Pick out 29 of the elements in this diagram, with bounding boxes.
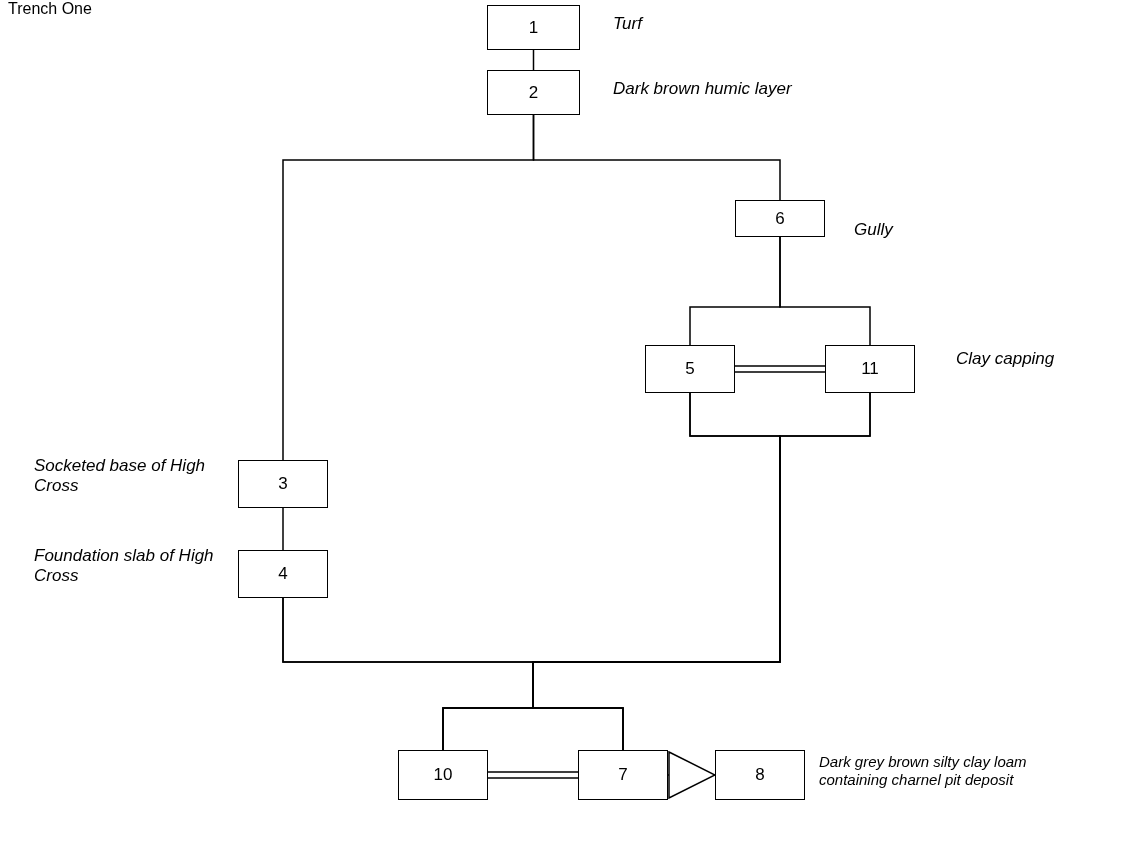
- context-number: 6: [775, 208, 785, 229]
- context-number: 2: [528, 82, 539, 103]
- context-number: 1: [528, 17, 539, 38]
- connector-line: [282, 507, 284, 551]
- context-description: Foundation slab of High Cross: [34, 546, 215, 587]
- context-description: Turf: [613, 14, 645, 35]
- connector-line: [532, 392, 871, 751]
- context-description: Clay capping: [956, 349, 1056, 370]
- context-description: Socketed base of High Cross: [34, 456, 207, 497]
- connector-line: [667, 751, 716, 799]
- context-number: 3: [278, 474, 288, 494]
- context-box: [645, 345, 735, 393]
- context-description: Dark brown humic layer: [613, 79, 793, 100]
- double-line: [487, 771, 579, 779]
- connector-line: [532, 49, 535, 71]
- context-number: 5: [685, 359, 695, 379]
- diagram-title: Trench One: [8, 0, 92, 18]
- context-number: 8: [755, 765, 765, 785]
- context-description: Dark grey brown silty clay loam containing charnel pit deposit: [819, 753, 1028, 789]
- context-description: Gully: [854, 220, 895, 241]
- connector-line: [779, 236, 871, 346]
- context-box: [578, 750, 668, 800]
- context-number: 10: [433, 765, 453, 785]
- context-box: [398, 750, 488, 800]
- connector-line: [532, 114, 781, 201]
- context-number: 4: [278, 564, 288, 584]
- context-number: 11: [861, 359, 879, 379]
- double-line: [734, 365, 826, 373]
- context-number: 7: [618, 765, 628, 785]
